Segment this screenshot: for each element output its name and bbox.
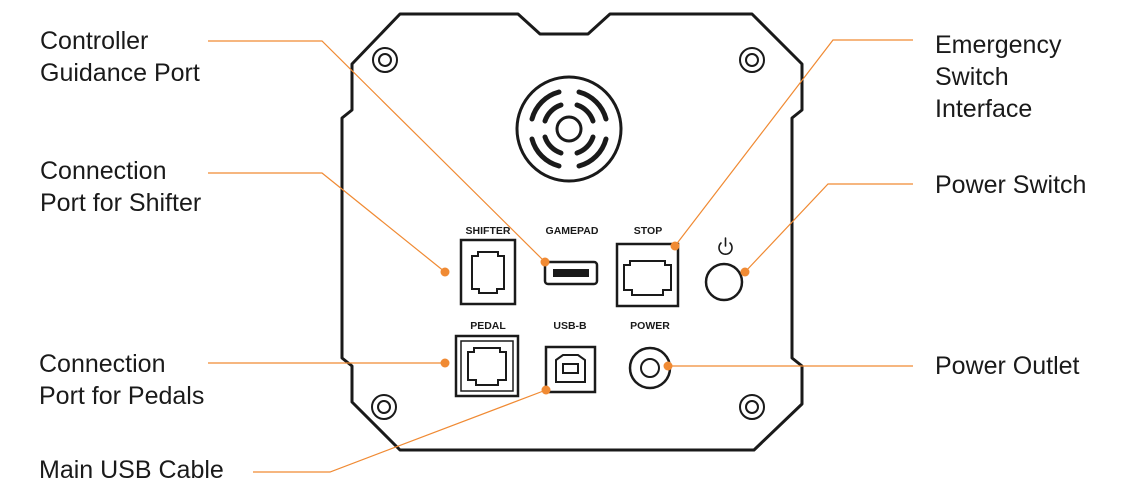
power-icon [718, 237, 733, 255]
screw-icon [739, 47, 765, 73]
port-label-usb-b: USB-B [553, 320, 587, 332]
callout-line: Power Outlet [935, 352, 1080, 380]
leader-line-emergency [674, 39, 913, 247]
callout-line: Controller [40, 27, 149, 55]
leader-line-shifter [208, 172, 446, 273]
callout-line: Main USB Cable [39, 456, 224, 484]
leader-dot [540, 257, 550, 267]
gamepad-port [543, 260, 599, 286]
leader-dot [440, 267, 450, 277]
leader-dot [670, 241, 680, 251]
leader-line-controller-guidance [208, 40, 546, 263]
leader-dot [663, 361, 673, 371]
shifter-port [459, 238, 517, 306]
leader-line-power-switch [744, 183, 913, 273]
callout-connection-port-pedals: Connection Port for Pedals [39, 348, 204, 412]
power-switch-button [704, 262, 744, 302]
callout-main-usb-cable: Main USB Cable [39, 454, 224, 486]
screw-icon [739, 394, 765, 420]
callout-line: Interface [935, 95, 1033, 123]
callout-line: Connection [39, 350, 166, 378]
port-label-pedal: PEDAL [470, 320, 506, 332]
callout-line: Power Switch [935, 171, 1087, 199]
callout-line: Port for Pedals [39, 382, 205, 410]
pedal-port [454, 334, 520, 398]
callout-power-switch: Power Switch [935, 169, 1086, 201]
callout-line: Port for Shifter [40, 189, 202, 217]
leader-dot [440, 358, 450, 368]
callout-connection-port-shifter: Connection Port for Shifter [40, 155, 201, 219]
fan-grille-icon [515, 75, 623, 183]
callout-power-outlet: Power Outlet [935, 350, 1080, 382]
port-label-power: POWER [630, 320, 670, 332]
callout-line: Switch [935, 63, 1009, 91]
leader-dot [541, 385, 551, 395]
callout-line: Connection [40, 157, 167, 185]
port-label-gamepad: GAMEPAD [546, 225, 599, 237]
screw-icon [371, 394, 397, 420]
stop-port [615, 242, 680, 308]
screw-icon [372, 47, 398, 73]
callout-emergency-switch-interface: Emergency Switch Interface [935, 29, 1061, 125]
usb-b-port [544, 345, 597, 394]
callout-line: Emergency [935, 31, 1062, 59]
port-label-shifter: SHIFTER [466, 225, 511, 237]
leader-dot [740, 267, 750, 277]
leader-line-usb [253, 389, 547, 473]
callout-line: Guidance Port [40, 59, 200, 87]
callout-controller-guidance-port: Controller Guidance Port [40, 25, 200, 89]
port-label-stop: STOP [634, 225, 662, 237]
